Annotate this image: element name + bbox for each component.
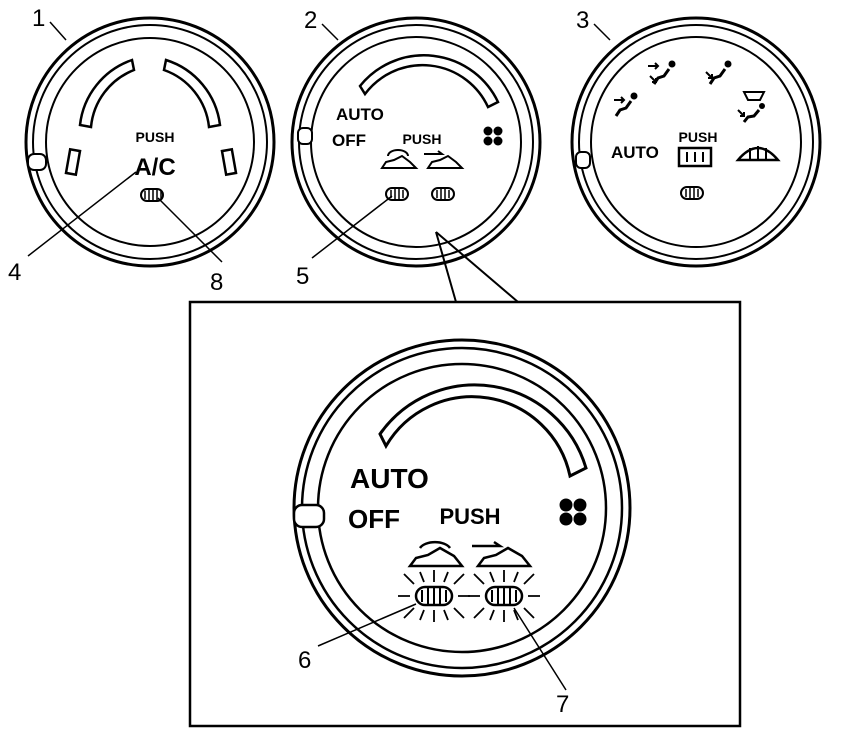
defog-mode-icon <box>737 91 766 123</box>
speed-arc <box>378 383 588 479</box>
fan-icon <box>559 498 587 526</box>
push-label: PUSH <box>403 131 442 147</box>
bi-level-mode-icon <box>648 60 676 85</box>
pointer-tab <box>297 127 313 145</box>
rear-defrost-icon <box>677 146 713 168</box>
callout-4: 4 <box>8 259 21 286</box>
knob-ac: PUSH A/C <box>24 16 276 268</box>
outside-air-icon <box>424 150 465 169</box>
callout-8: 8 <box>210 269 223 296</box>
arc-segment <box>64 147 82 177</box>
lit-indicator-icon <box>468 570 540 622</box>
lit-indicator-icon <box>398 570 470 622</box>
outside-air-icon <box>472 540 533 568</box>
arc-segment <box>78 58 136 129</box>
push-label: PUSH <box>439 504 500 529</box>
callout-7: 7 <box>556 691 569 718</box>
callout-5: 5 <box>296 263 309 290</box>
arc-segment <box>162 58 222 129</box>
knob-fan: AUTO OFF PUSH <box>290 16 542 268</box>
ac-label: A/C <box>134 154 175 181</box>
zoom-leader <box>435 231 519 303</box>
callout-6: 6 <box>298 647 311 674</box>
callouts-top: 1 2 3 4 8 5 <box>8 5 611 296</box>
front-defrost-icon <box>735 146 781 162</box>
push-label: PUSH <box>679 129 718 145</box>
vent-mode-icon <box>614 92 638 117</box>
indicator-light <box>140 188 164 202</box>
off-label: OFF <box>348 504 400 534</box>
auto-label: AUTO <box>336 105 384 124</box>
indicator-light <box>680 186 704 200</box>
knob-mode: AUTO PUSH <box>570 16 822 268</box>
arc-segment <box>220 147 238 177</box>
callout-1: 1 <box>32 5 45 32</box>
fan-icon <box>483 126 503 146</box>
pointer-tab <box>27 153 47 171</box>
indicator-light <box>385 187 409 201</box>
recirculation-icon <box>407 540 465 568</box>
pointer-tab <box>292 503 326 529</box>
callout-3: 3 <box>576 7 589 34</box>
push-label: PUSH <box>136 129 175 145</box>
off-label: OFF <box>332 131 366 150</box>
detail-inset: AUTO OFF PUSH 6 7 <box>188 300 742 728</box>
floor-mode-icon <box>705 60 732 85</box>
indicator-light <box>431 187 455 201</box>
pointer-tab <box>575 151 591 169</box>
auto-label: AUTO <box>611 143 659 162</box>
auto-label: AUTO <box>350 463 429 494</box>
recirculation-icon <box>380 149 419 169</box>
speed-arc <box>358 54 500 109</box>
callout-2: 2 <box>304 7 317 34</box>
